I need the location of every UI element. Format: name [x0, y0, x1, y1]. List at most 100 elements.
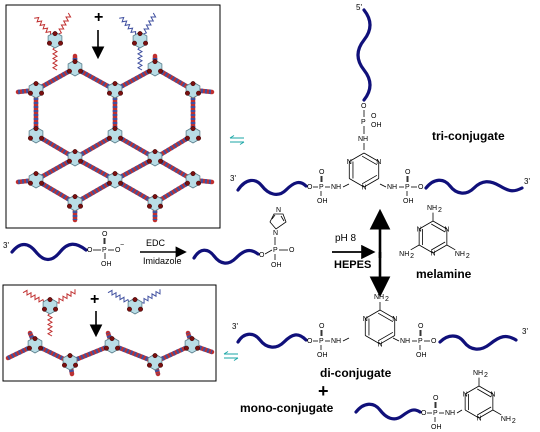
svg-text:3': 3'	[524, 177, 530, 186]
svg-text:NH: NH	[331, 338, 341, 345]
svg-text:O: O	[421, 410, 427, 417]
svg-text:N: N	[276, 207, 281, 214]
single-strand-arm	[51, 46, 59, 71]
svg-text:N: N	[417, 227, 422, 234]
svg-text:N: N	[363, 316, 368, 323]
core-node	[146, 353, 164, 371]
svg-text:O: O	[431, 338, 437, 345]
svg-text:N: N	[378, 342, 383, 349]
svg-text:5': 5'	[356, 3, 362, 12]
svg-text:2: 2	[438, 207, 442, 214]
single-strand-arm	[34, 16, 52, 35]
svg-text:P: P	[102, 247, 107, 254]
core-node	[146, 149, 164, 167]
core-node	[131, 31, 149, 49]
svg-text:2: 2	[512, 418, 516, 425]
core-node	[66, 149, 84, 167]
svg-text:OH: OH	[371, 122, 382, 129]
equilibrium-arrow-icon	[229, 135, 245, 145]
svg-text:2: 2	[484, 372, 488, 379]
core-node	[106, 81, 124, 99]
svg-text:3': 3'	[522, 327, 528, 336]
tri-conjugate-molecule: 5' O P O OH NH NNN 3' O P O OH NH NH P O…	[230, 3, 530, 205]
svg-text:N: N	[490, 392, 495, 399]
svg-text:OH: OH	[403, 198, 414, 205]
core-node	[126, 297, 144, 315]
single-strand-arm	[46, 312, 54, 337]
svg-text:3': 3'	[232, 322, 238, 331]
core-node	[106, 126, 124, 144]
imidazolide-oligo: O P O N N OH	[192, 207, 295, 269]
svg-text:O: O	[307, 338, 313, 345]
svg-text:P: P	[319, 184, 324, 191]
svg-text:NH: NH	[455, 251, 465, 258]
core-node	[103, 336, 121, 354]
svg-text:OH: OH	[101, 261, 112, 268]
svg-text:O: O	[102, 231, 108, 238]
single-strand-arm	[55, 289, 76, 304]
coupling-conditions: pH 8 HEPES	[332, 208, 391, 298]
svg-text:pH 8: pH 8	[335, 233, 357, 244]
di-conjugate-molecule: NH 2 NNN 3' O P O OH NH NH P O OH O 3' d…	[232, 294, 528, 380]
single-strand-arm	[119, 16, 137, 35]
zigzag-chain	[5, 330, 215, 377]
svg-text:P: P	[405, 184, 410, 191]
svg-text:N: N	[392, 316, 397, 323]
core-node	[184, 171, 202, 189]
equilibrium-arrow-icon	[223, 351, 239, 361]
hexagonal-network-panel: +	[5, 4, 221, 229]
core-node	[184, 81, 202, 99]
svg-text:N: N	[347, 159, 352, 166]
svg-text:N: N	[362, 185, 367, 192]
tri-arm-monomer-red	[22, 289, 76, 337]
core-node	[146, 194, 164, 212]
core-node	[46, 31, 64, 49]
melamine-label: melamine	[416, 267, 472, 281]
linear-chain-panel: +	[2, 284, 217, 382]
core-node	[146, 59, 164, 77]
svg-text:OH: OH	[317, 198, 328, 205]
svg-text:N: N	[477, 416, 482, 423]
svg-text:NH: NH	[400, 338, 410, 345]
svg-text:P: P	[319, 338, 324, 345]
svg-text:O: O	[319, 169, 325, 176]
svg-text:NH: NH	[445, 410, 455, 417]
svg-text:OH: OH	[431, 424, 442, 431]
svg-text:3': 3'	[230, 174, 236, 183]
triazine-ring: N N N	[347, 152, 381, 192]
svg-text:NH: NH	[399, 251, 409, 258]
di-conjugate-label: di-conjugate	[320, 366, 392, 380]
single-strand-arm	[136, 46, 144, 71]
core-node	[183, 336, 201, 354]
mono-conjugate-label: mono-conjugate	[240, 401, 334, 415]
core-node	[106, 171, 124, 189]
triazine-ring: N N N	[363, 309, 397, 349]
single-strand-arm	[58, 12, 72, 35]
svg-text:P: P	[361, 119, 366, 126]
single-strand-arm	[22, 289, 45, 303]
svg-text:NH: NH	[331, 184, 341, 191]
tri-arm-monomer-blue	[119, 12, 157, 71]
svg-text:2: 2	[385, 296, 389, 303]
svg-text:OH: OH	[271, 262, 282, 269]
svg-text:N: N	[273, 230, 278, 237]
svg-text:3': 3'	[3, 241, 9, 250]
svg-text:N: N	[376, 159, 381, 166]
plus-sign: +	[94, 9, 103, 26]
svg-text:Imidazole: Imidazole	[143, 256, 182, 266]
edc-activation-step: EDC Imidazole	[140, 238, 187, 266]
svg-text:O: O	[307, 184, 313, 191]
core-node	[27, 81, 45, 99]
svg-text:NH: NH	[427, 205, 437, 212]
svg-text:NH: NH	[473, 370, 483, 377]
svg-text:N: N	[444, 227, 449, 234]
svg-text:O: O	[405, 169, 411, 176]
core-node	[27, 126, 45, 144]
core-node	[26, 336, 44, 354]
svg-text:N: N	[431, 251, 436, 258]
svg-text:2: 2	[410, 253, 414, 260]
bi-arm-monomer-blue	[107, 289, 161, 315]
svg-text:O: O	[115, 247, 121, 254]
